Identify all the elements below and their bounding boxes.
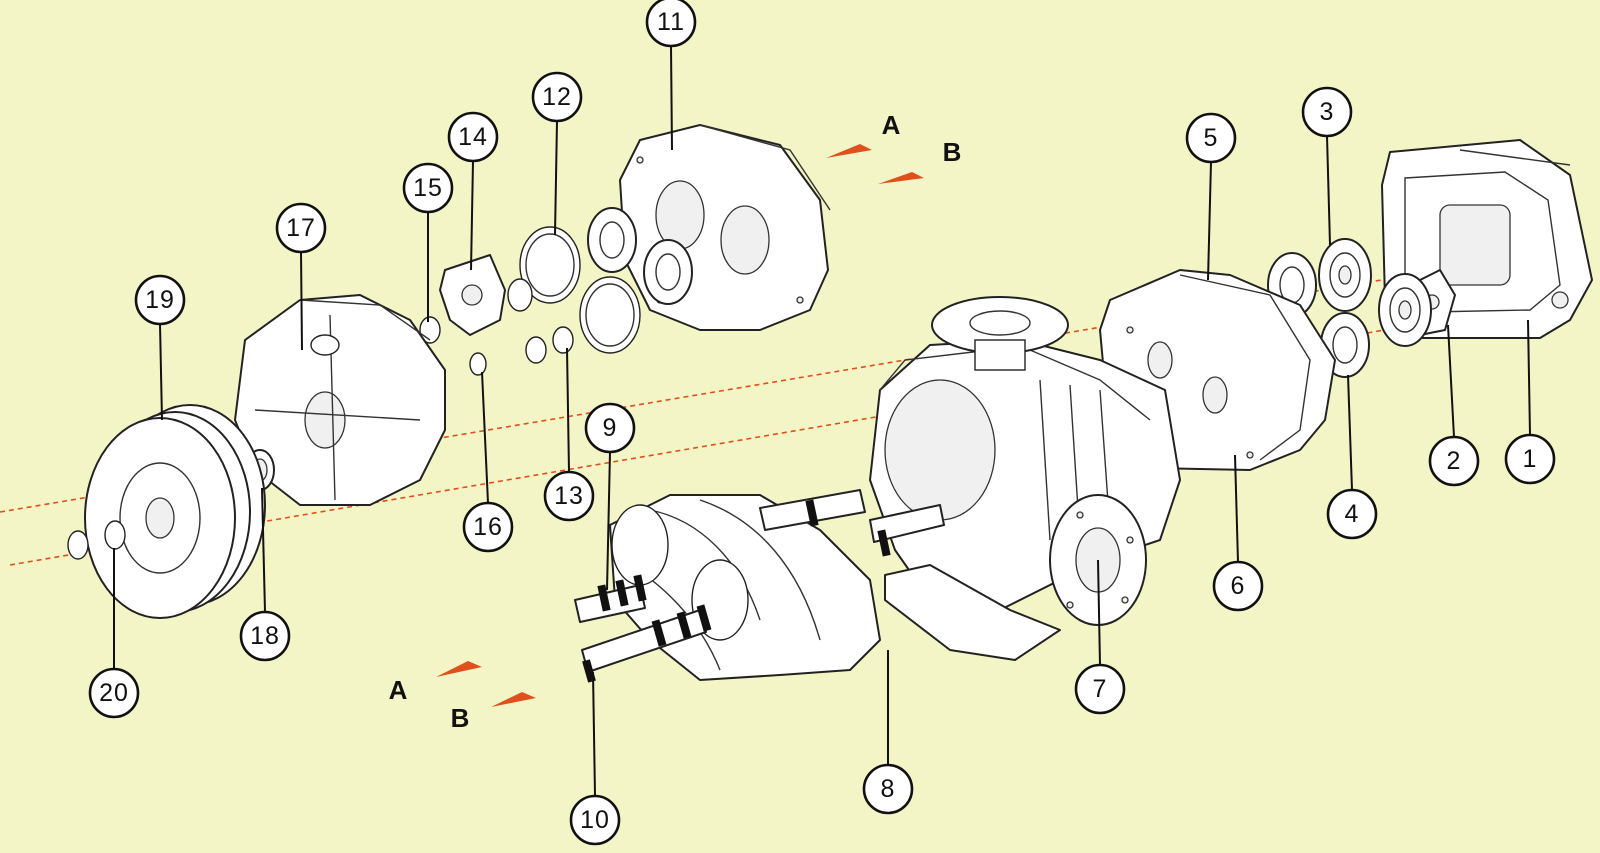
leader-5	[1207, 161, 1212, 281]
axis-arrows	[436, 144, 924, 707]
callout-17-label: 17	[286, 214, 316, 242]
bearings-left	[587, 207, 693, 305]
callout-11: 11	[645, 0, 697, 48]
seal-plate	[439, 254, 506, 336]
callout-8: 8	[862, 763, 914, 815]
axis-label-b-top: B	[943, 137, 962, 167]
callout-13-label: 13	[554, 482, 584, 510]
leader-12	[554, 120, 558, 236]
pulley-key	[67, 520, 126, 560]
leader-1	[1527, 319, 1531, 436]
callout-14: 14	[447, 111, 499, 163]
bearing-housing	[234, 294, 446, 506]
callout-8-label: 8	[881, 775, 896, 803]
leader-19	[159, 323, 163, 421]
timing-gears	[1318, 238, 1432, 347]
callout-18: 18	[239, 610, 291, 662]
leader-2	[1447, 324, 1455, 438]
callout-6: 6	[1212, 560, 1264, 612]
callout-5: 5	[1185, 112, 1237, 164]
arrow-b-bottom	[491, 692, 536, 707]
callout-7-label: 7	[1093, 675, 1108, 703]
callout-12-label: 12	[542, 83, 572, 111]
callout-4: 4	[1326, 488, 1378, 540]
callout-10-label: 10	[580, 806, 610, 834]
arrow-a-bottom	[436, 661, 482, 677]
callout-20-label: 20	[99, 679, 129, 707]
axis-line-b	[9, 299, 1561, 566]
leader-17	[300, 251, 303, 351]
callout-20: 20	[88, 667, 140, 719]
callout-15-label: 15	[413, 174, 443, 202]
callout-16-label: 16	[473, 513, 503, 541]
callout-18-label: 18	[250, 622, 280, 650]
leader-9	[606, 451, 611, 591]
arrow-a-top	[826, 144, 872, 158]
callout-2: 2	[1428, 435, 1480, 487]
callout-9: 9	[584, 402, 636, 454]
pulley	[84, 404, 266, 619]
callout-19: 19	[134, 274, 186, 326]
callout-15: 15	[402, 162, 454, 214]
callout-16: 16	[462, 501, 514, 553]
leader-lines	[113, 45, 1531, 797]
arrow-b-top	[878, 172, 924, 184]
callout-17: 17	[275, 202, 327, 254]
leader-16	[481, 371, 489, 504]
leader-11	[670, 45, 673, 151]
leader-4	[1347, 374, 1353, 491]
callout-14-label: 14	[458, 123, 488, 151]
axis-label-a-top: A	[882, 110, 901, 140]
leader-7	[1097, 559, 1101, 666]
leader-18	[261, 487, 266, 613]
leader-6	[1234, 454, 1239, 563]
callout-10: 10	[569, 794, 621, 846]
callout-2-label: 2	[1447, 447, 1462, 475]
callout-12: 12	[531, 71, 583, 123]
leader-3	[1326, 135, 1331, 246]
callout-3-label: 3	[1320, 98, 1335, 126]
callout-13: 13	[543, 470, 595, 522]
callout-19-label: 19	[145, 286, 175, 314]
callout-6-label: 6	[1231, 572, 1246, 600]
callout-3: 3	[1301, 86, 1353, 138]
callout-1: 1	[1504, 433, 1556, 485]
leader-14	[470, 160, 474, 271]
callout-4-label: 4	[1345, 500, 1360, 528]
blower-housing	[869, 296, 1181, 661]
callout-11-label: 11	[657, 8, 685, 36]
rotor-assembly	[574, 489, 945, 683]
gaskets	[519, 226, 641, 354]
callout-5-label: 5	[1204, 124, 1219, 152]
leader-10	[592, 671, 596, 797]
axis-label-b-bottom: B	[451, 703, 470, 733]
axis-label-a-bottom: A	[389, 675, 408, 705]
leader-13	[566, 347, 570, 473]
callouts: 1 2 3 4 5 6 7 8 9 10 11 12 13 14 15 16 1…	[88, 0, 1556, 846]
end-plate-left	[619, 124, 831, 331]
callout-9-label: 9	[603, 414, 618, 442]
callout-7: 7	[1074, 663, 1126, 715]
callout-1-label: 1	[1523, 445, 1538, 473]
